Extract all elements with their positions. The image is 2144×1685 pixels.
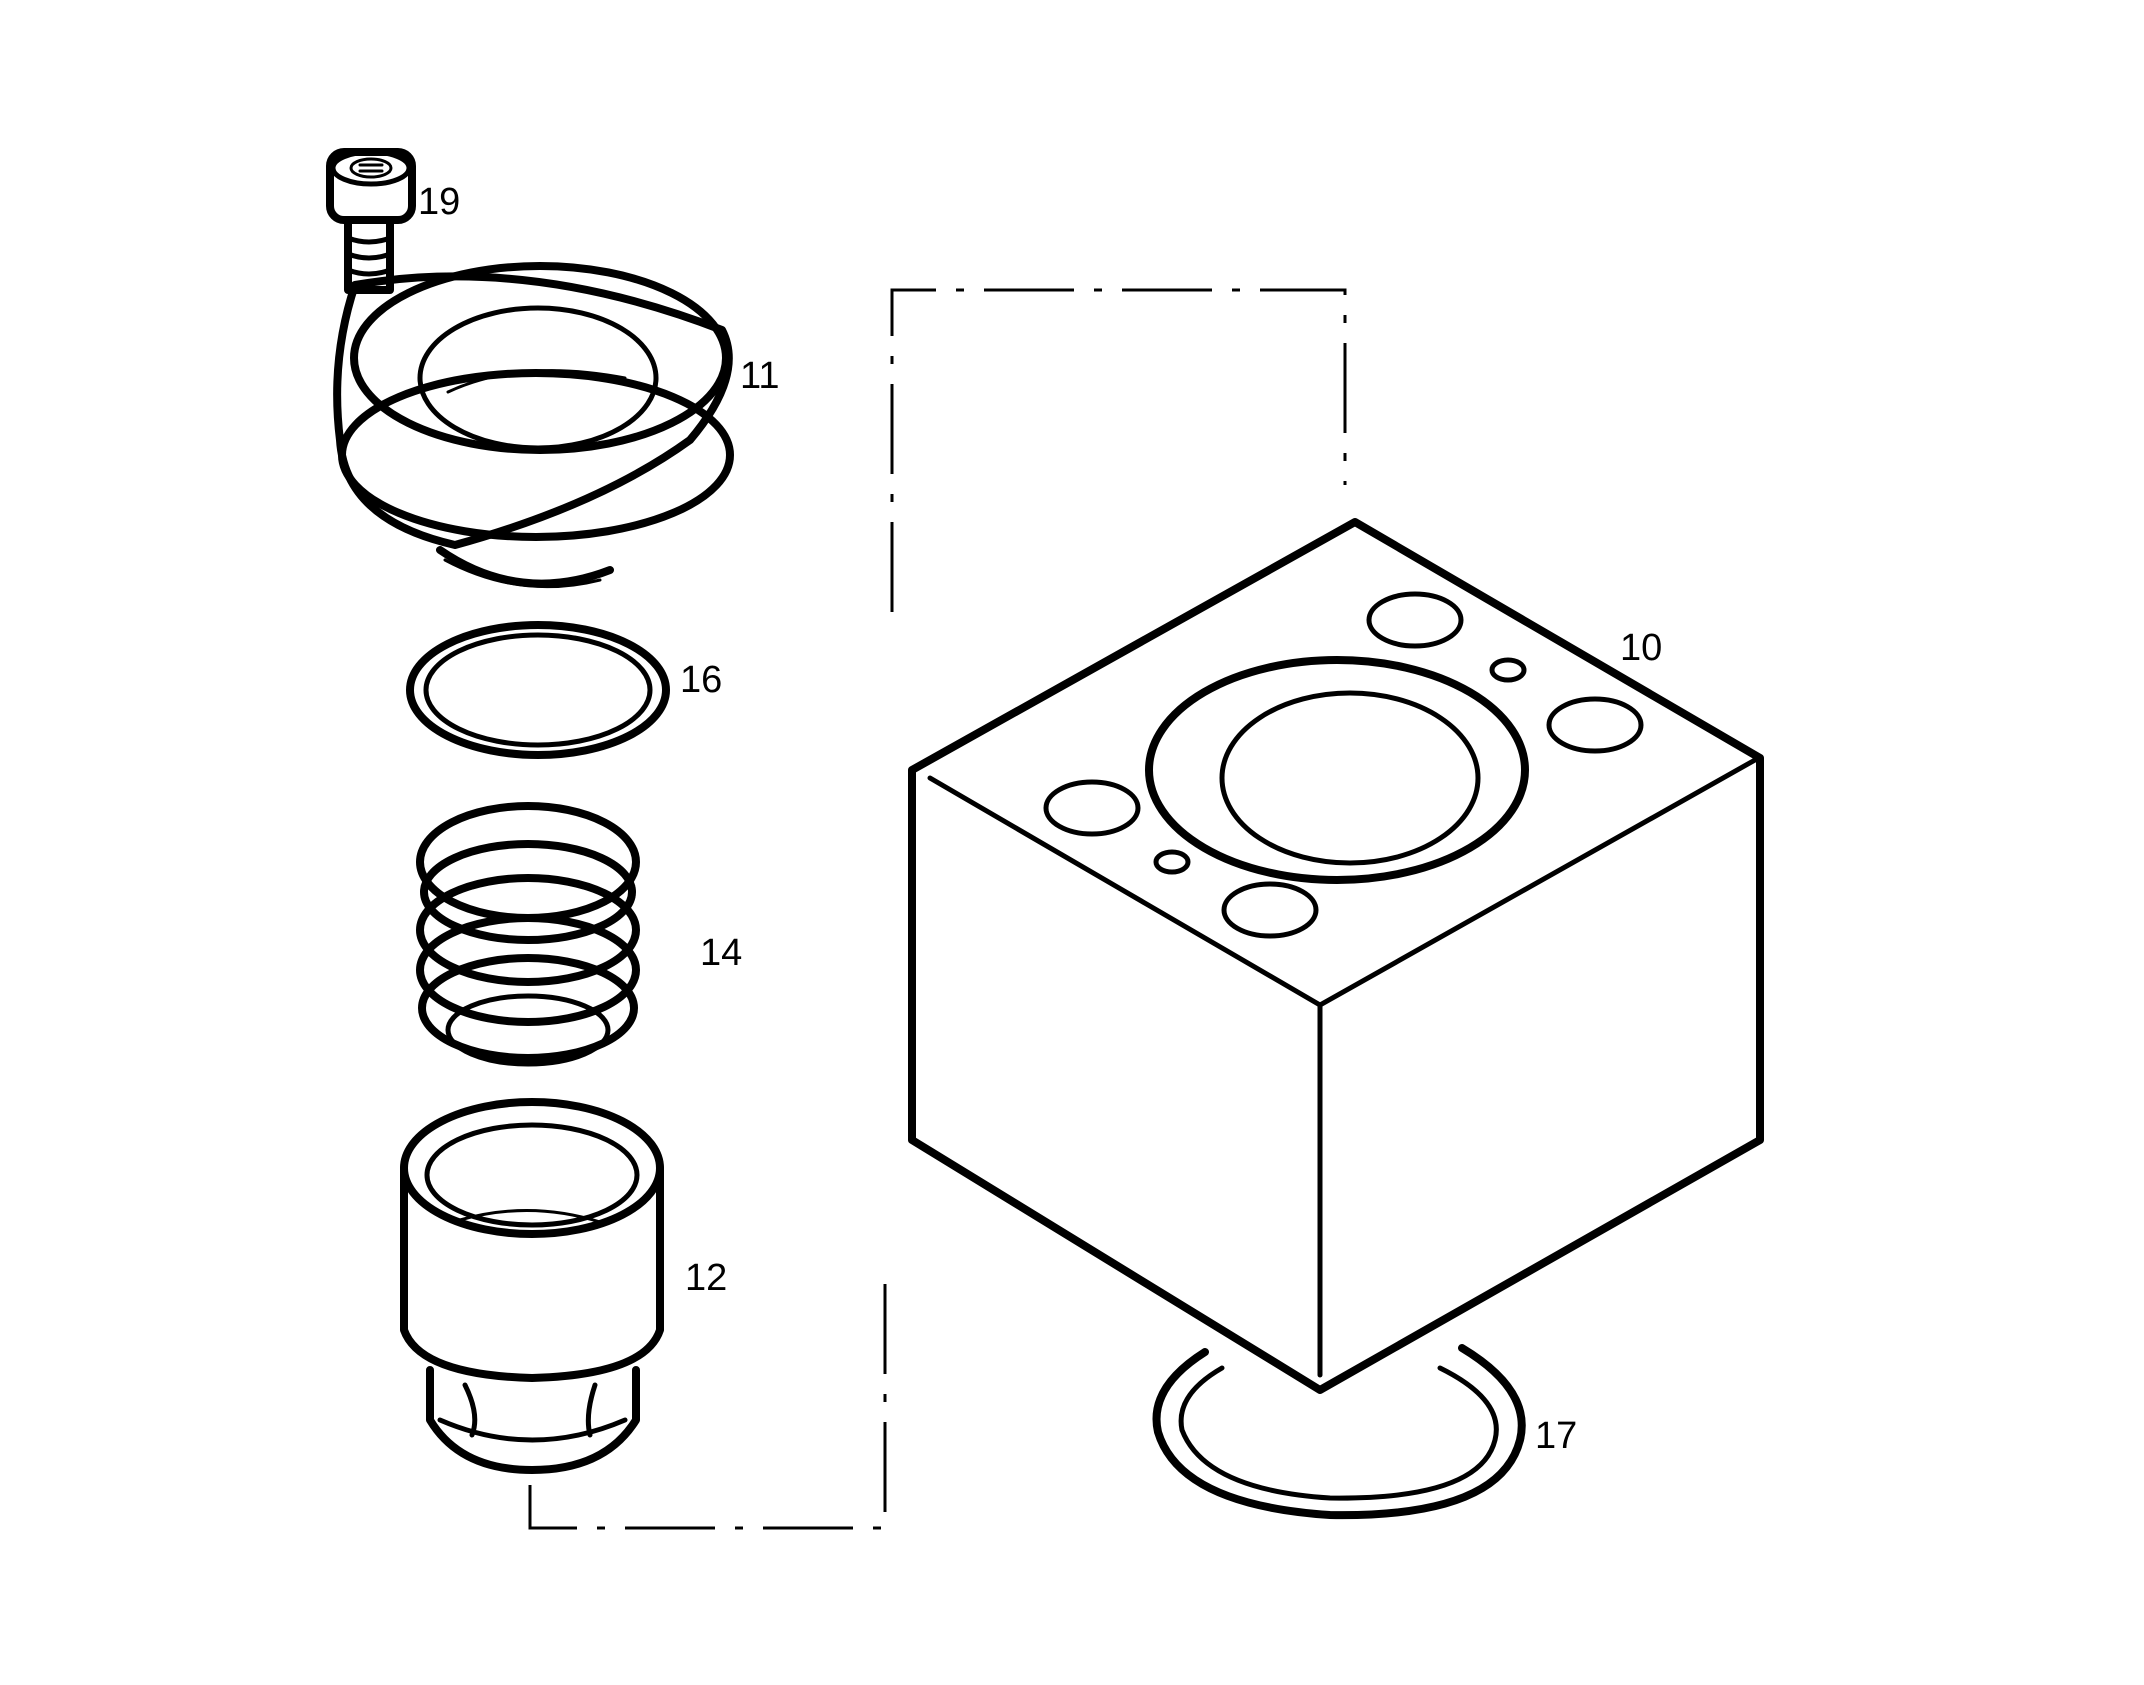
part-16-o-ring xyxy=(406,621,670,759)
callout-12: 12 xyxy=(685,1257,727,1299)
callout-14: 14 xyxy=(700,932,742,974)
part-19-cap-screw xyxy=(326,148,416,294)
callout-10: 10 xyxy=(1620,627,1662,669)
part-11-cap xyxy=(333,262,734,589)
part-14-spring xyxy=(416,802,640,1067)
part-10-block xyxy=(908,518,1764,1394)
callout-19: 19 xyxy=(418,181,460,223)
assembly-line-bottom xyxy=(528,1265,887,1530)
part-17-retaining-ring xyxy=(1152,1344,1526,1520)
part-12-sleeve xyxy=(400,1098,664,1474)
callout-17: 17 xyxy=(1535,1415,1577,1457)
callout-16: 16 xyxy=(680,659,722,701)
assembly-line-top xyxy=(890,288,1347,612)
callout-11: 11 xyxy=(740,355,779,397)
